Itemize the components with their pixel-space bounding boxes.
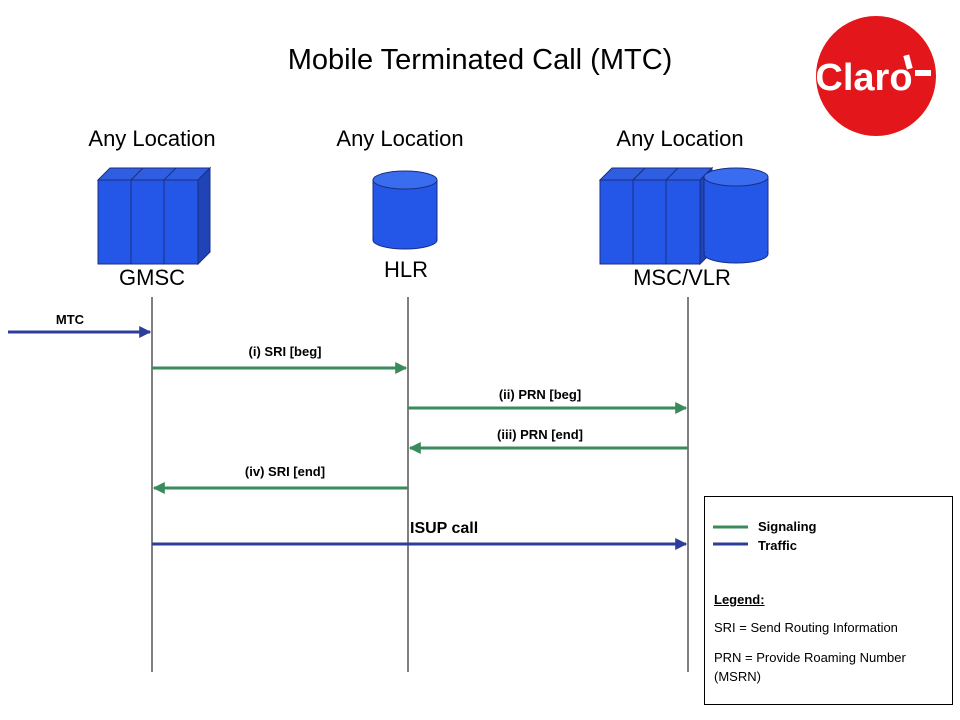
page-title: Mobile Terminated Call (MTC)	[287, 44, 673, 76]
gmsc-label: GMSC	[119, 265, 185, 290]
hlr-node-icon	[372, 170, 438, 250]
claro-logo: Claro	[815, 16, 936, 136]
hlr-location-label: Any Location	[336, 126, 464, 151]
msc-vlr-node-icon	[598, 166, 769, 266]
isup-call-label: ISUP call	[410, 520, 479, 537]
legend-sri-definition: SRI = Send Routing Information	[714, 620, 898, 635]
legend-title: Legend:	[714, 592, 765, 607]
sri-beg-label: (i) SRI [beg]	[248, 344, 322, 359]
legend-traffic-label: Traffic	[758, 538, 798, 553]
msc-vlr-location-label: Any Location	[616, 126, 744, 151]
gmsc-node-icon	[96, 166, 212, 266]
legend-prn-definition: PRN = Provide Roaming Number (MSRN)	[714, 650, 906, 684]
hlr-label: HLR	[383, 257, 428, 282]
svg-text:Claro: Claro	[815, 57, 912, 99]
msc-vlr-label: MSC/VLR	[633, 265, 731, 290]
mtc-label: MTC	[55, 312, 85, 327]
legend-box	[704, 496, 953, 705]
legend-signaling-label: Signaling	[758, 519, 817, 534]
sri-end-label: (iv) SRI [end]	[244, 464, 326, 479]
prn-beg-label: (ii) PRN [beg]	[498, 387, 582, 402]
prn-end-label: (iii) PRN [end]	[497, 427, 583, 442]
gmsc-location-label: Any Location	[88, 126, 216, 151]
